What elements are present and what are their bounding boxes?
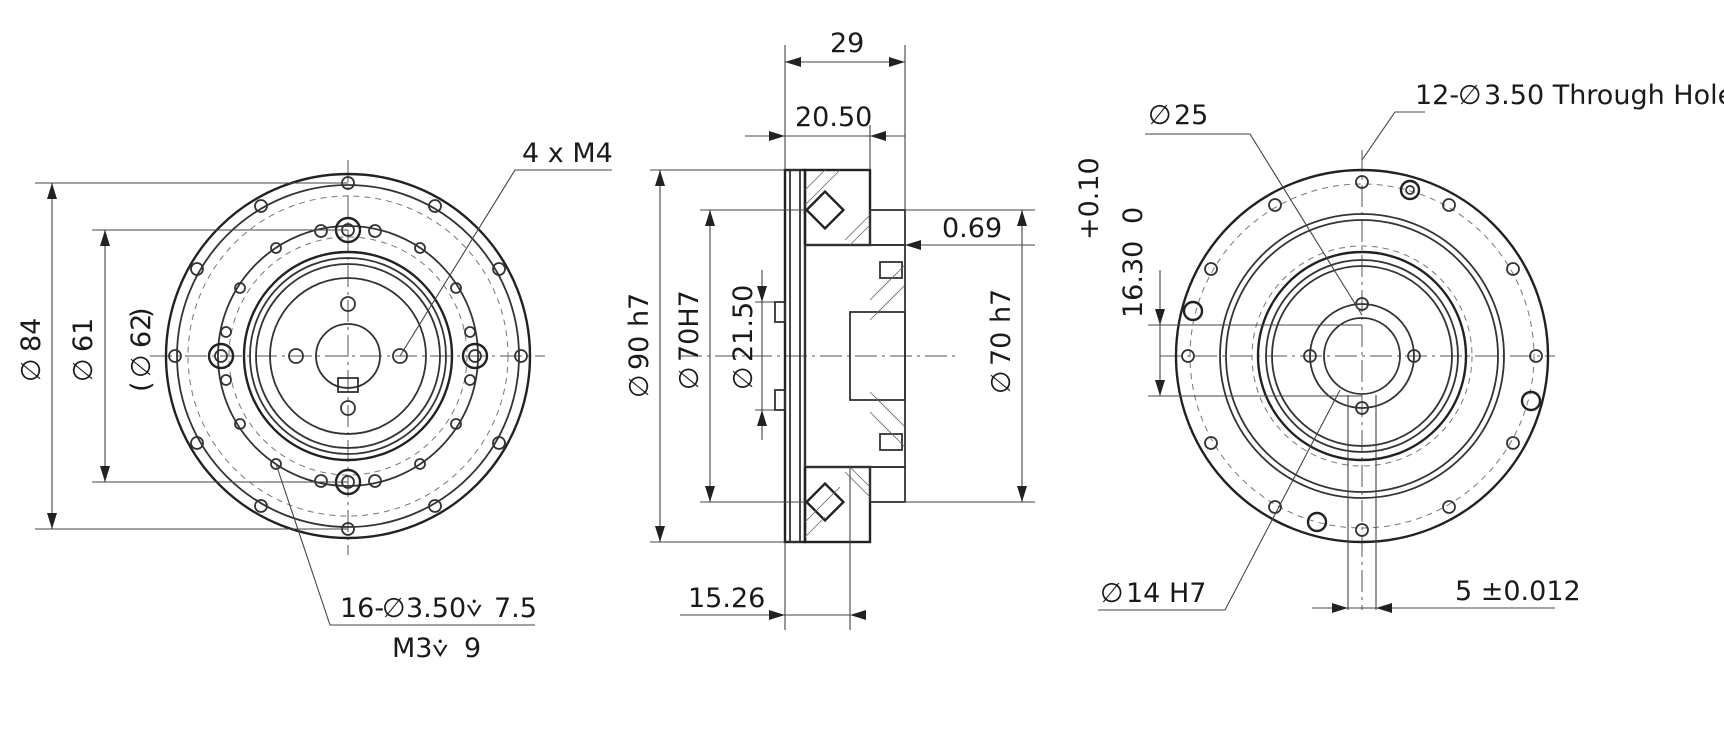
dia-62-close: ) [126,307,157,318]
dia-70h7-right: 70 h7 [986,289,1017,366]
dia-25: 25 [1174,100,1208,131]
holes-depth: 7.5 [494,593,537,624]
holes-depth-symbol: ⩒ [466,593,482,624]
through-hole-dia-symbol: ∅ [1458,80,1482,111]
side-view: 29 20.50 0.69 ∅ 90 h7 ∅ 70H7 ∅ 21.50 ∅ 7… [624,28,1035,630]
through-hole-size: 3.50 Through Hole [1484,80,1724,111]
dia-62-open: ( [126,381,157,392]
gap-069: 0.69 [942,213,1002,244]
dia-14H7-symbol: ∅ [1100,578,1124,609]
dia-84-symbol: ∅ [16,358,47,382]
dia-25-symbol: ∅ [1148,100,1172,131]
dia-61-symbol: ∅ [68,358,99,382]
through-hole-count: 12- [1415,80,1459,111]
dia-14H7: 14 H7 [1126,578,1206,609]
dia-90h7-symbol: ∅ [624,374,655,398]
thread-4xm4: 4 x M4 [522,138,613,169]
dia-90h7: 90 h7 [624,293,655,370]
dia-2150: 21.50 [728,285,759,362]
back-view: 12- ∅ 3.50 Through Hole ∅ 25 +0.10 0 16.… [1074,80,1724,613]
dia-61-label: 61 [68,318,99,352]
holes-dia-symbol: ∅ [382,593,406,624]
dia-84-label: 84 [16,318,47,352]
holes-count: 16- [340,593,384,624]
dia-70H7-symbol: ∅ [674,366,705,390]
outer-holes [168,176,528,536]
dia-62-symbol: ∅ [126,354,157,378]
tol-plus: +0.10 [1074,157,1105,240]
dim-1526: 15.26 [688,583,765,614]
key-width: 5 ±0.012 [1455,576,1581,607]
width-2050: 20.50 [795,102,872,133]
tol-zero: 0 [1118,207,1149,224]
dia-70h7-right-symbol: ∅ [986,370,1017,394]
holes-size: 3.50 [406,593,466,624]
front-view: ∅ 84 ∅ 61 ( ∅ 62 ) 4 x M4 16- ∅ 3.50 ⩒ 7… [16,138,613,664]
through-holes [1181,175,1543,537]
dia-2150-symbol: ∅ [728,366,759,390]
thread-m3: M3 [392,633,432,664]
dia-70H7: 70H7 [674,290,705,362]
width-29: 29 [830,28,864,59]
thread-depth-symbol: ⩒ [432,633,448,664]
dim-1630: 16.30 [1118,241,1149,318]
mid-holes [220,224,476,488]
dia-62-label: 62 [126,314,157,348]
thread-depth: 9 [464,633,481,664]
